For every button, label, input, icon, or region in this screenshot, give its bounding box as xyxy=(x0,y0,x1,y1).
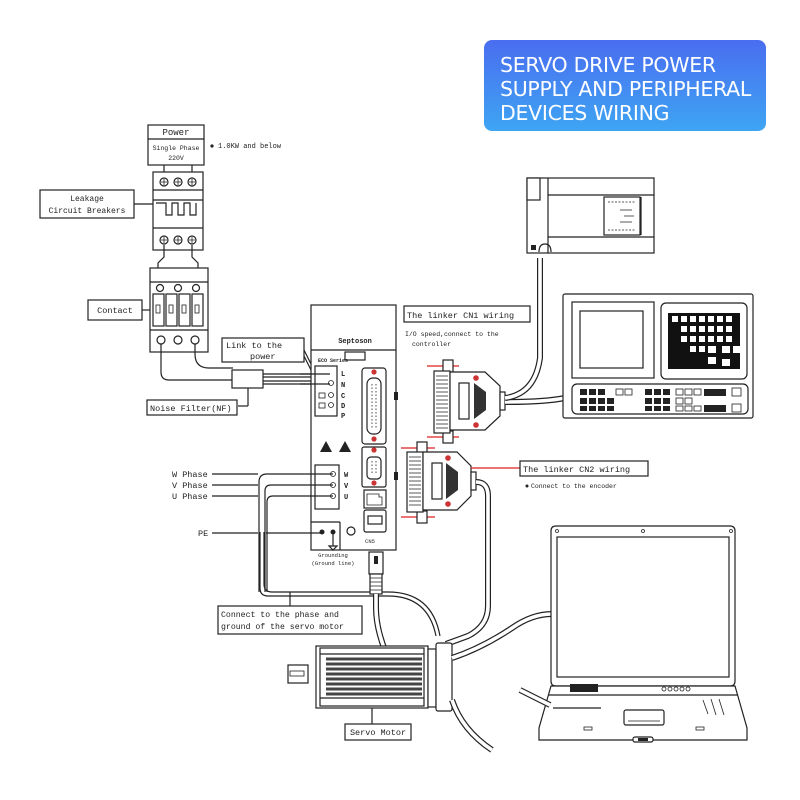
terminal-w-label: W xyxy=(344,472,349,480)
cn1-label-box xyxy=(403,305,531,323)
breaker-label-box xyxy=(39,189,135,219)
laptop xyxy=(538,525,748,743)
cnc-function-keys xyxy=(580,389,726,412)
noise-filter-label-box xyxy=(146,399,238,416)
grounding-label-1: Grounding xyxy=(318,552,348,559)
drive-series-label: ECO Series xyxy=(318,358,348,364)
svg-text:L: L xyxy=(341,371,345,379)
cn1-note-2: controller xyxy=(412,341,451,348)
motor-connect-label-1: Connect to the phase and xyxy=(221,610,339,620)
title-line-3: DEVICES WIRING xyxy=(500,101,670,125)
svg-text:P: P xyxy=(341,413,345,421)
single-phase-label: Single Phase xyxy=(153,145,200,152)
servo-motor-label-box xyxy=(344,723,412,741)
v-phase-label: V Phase xyxy=(172,481,208,491)
noise-filter-label: Noise Filter(NF) xyxy=(150,404,232,414)
link-power-label-2: power xyxy=(250,352,276,362)
motor-connect-label-2: ground of the servo motor xyxy=(221,622,344,632)
title-banner: SERVO DRIVE POWER SUPPLY AND PERIPHERAL … xyxy=(484,40,766,131)
cn2-label: The linker CN2 wiring xyxy=(523,465,630,475)
cn2-plug xyxy=(401,441,477,524)
noise-filter xyxy=(231,369,264,389)
bullet-icon xyxy=(210,144,214,148)
servo-motor-label: Servo Motor xyxy=(350,728,406,738)
voltage-label: 220V xyxy=(168,155,184,162)
terminal-v-label: V xyxy=(344,483,349,491)
warning-icon xyxy=(320,441,332,452)
screw-terminal-icons xyxy=(159,177,197,245)
svg-text:N: N xyxy=(341,382,345,390)
power-label: Power xyxy=(162,128,189,138)
warning-icon xyxy=(339,441,351,452)
cn5-label: CN5 xyxy=(365,538,375,545)
link-power-label-1: Link to the xyxy=(226,341,282,351)
link-power-label-box xyxy=(221,337,305,363)
laptop-screen xyxy=(556,536,730,678)
cn1-plug xyxy=(427,359,506,444)
w-phase-label: W Phase xyxy=(172,470,208,480)
title-line-1: SERVO DRIVE POWER xyxy=(500,53,716,77)
drive-brand-logo: Septoson xyxy=(338,338,372,346)
breaker-label-1: Leakage xyxy=(70,195,104,204)
cn2-note: Connect to the encoder xyxy=(531,483,617,490)
touchpad xyxy=(623,709,665,726)
plc-controller xyxy=(526,177,655,254)
cnc-controller xyxy=(562,293,754,419)
cn2-label-box xyxy=(519,460,649,477)
title-line-2: SUPPLY AND PERIPHERAL xyxy=(500,77,752,101)
power-source-box: Power Single Phase 220V xyxy=(147,124,205,166)
motor-connect-label-box xyxy=(217,605,363,635)
contactor xyxy=(149,267,209,353)
cn1-label: The linker CN1 wiring xyxy=(407,311,514,321)
svg-text:D: D xyxy=(341,403,345,411)
cn1-note-1: I/O speed,connect to the xyxy=(405,331,499,338)
terminal-u-label: U xyxy=(344,494,348,502)
servo-motor xyxy=(287,642,453,712)
pe-label: PE xyxy=(198,529,208,539)
svg-text:C: C xyxy=(341,393,345,401)
breaker-label-2: Circuit Breakers xyxy=(49,207,126,216)
servo-drive: Septoson ECO Series L N C D P xyxy=(310,304,398,551)
power-note: 1.0KW and below xyxy=(218,143,282,151)
circuit-breaker xyxy=(152,171,204,251)
cnc-keypad xyxy=(668,313,740,369)
grounding-label-2: (Ground line) xyxy=(312,560,355,567)
contact-label: Contact xyxy=(97,306,133,316)
u-phase-label: U Phase xyxy=(172,492,208,502)
